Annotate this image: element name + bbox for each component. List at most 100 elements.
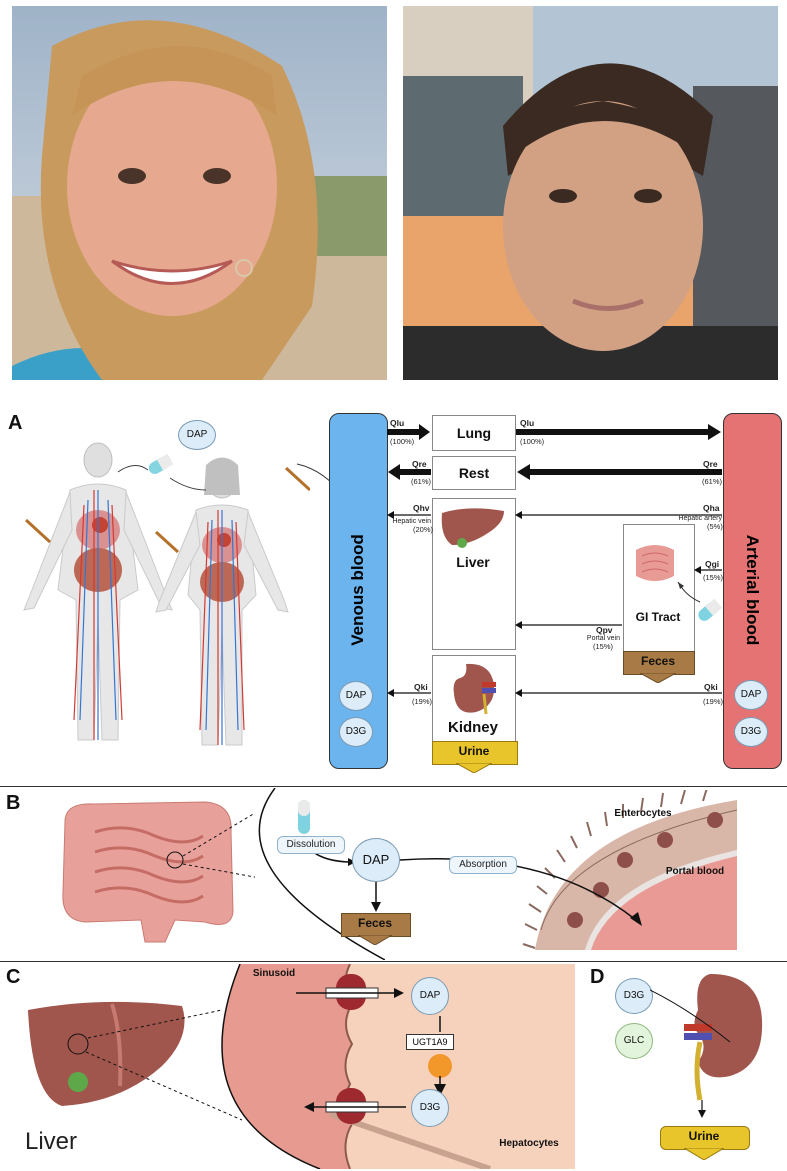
qhv-name: Qhv (413, 503, 430, 513)
photo-man (403, 6, 778, 380)
liver-caption: Liver (25, 1128, 78, 1155)
liver-label: Liver (456, 554, 490, 570)
qlu-right-name: Qlu (520, 418, 535, 428)
liver-icon (441, 508, 504, 548)
qlu-lung-to-arterial-arrow (516, 424, 721, 440)
dap-badge: DAP (178, 420, 216, 450)
lung-node: Lung (432, 415, 516, 451)
urine-label-d: Urine (688, 1129, 720, 1143)
qgi-name: Qgi (705, 559, 720, 569)
uptake-transporter (296, 974, 404, 1010)
gi-pill-icon (698, 598, 723, 621)
qre-left-pct: (61%) (411, 477, 432, 486)
qhv-pct: (20%) (413, 525, 434, 534)
qre-right-pct: (61%) (702, 477, 723, 486)
sinusoid-label: Sinusoid (252, 968, 296, 979)
glc-chip-d: GLC (615, 1023, 653, 1059)
qre-left-name: Qre (412, 459, 427, 469)
capsule-icon-b (298, 800, 310, 834)
gi-tract-label: GI Tract (635, 610, 681, 624)
qre-left-label: Qre (412, 460, 427, 469)
feces-label-a: Feces (640, 654, 676, 668)
dissolution-label: Dissolution (277, 836, 345, 854)
enterocyte-tissue (522, 790, 737, 950)
qki-right-name: Qki (704, 682, 718, 692)
qlu-left-label: Qlu (390, 419, 404, 428)
qki-right-pct: (19%) (703, 697, 724, 706)
qki-arterial-to-kidney-arrow (515, 689, 722, 697)
qpv-name: Qpv (596, 625, 613, 635)
qlu-venous-to-lung-arrow (387, 424, 430, 440)
dap-chip-c: DAP (411, 977, 449, 1015)
qpv-pct: (15%) (593, 642, 614, 651)
panel-b-letter: B (6, 792, 21, 814)
liver-illustration (28, 1001, 242, 1121)
feces-tip-b (358, 935, 392, 945)
dap-chip-b: DAP (352, 838, 400, 882)
qre-right-name: Qre (703, 459, 718, 469)
divider-a-b (0, 786, 787, 787)
qha-arterial-to-liver-arrow (515, 511, 722, 519)
qki-right-label: Qki (704, 683, 718, 692)
qha-pct: (5%) (707, 522, 723, 531)
feces-label-b: Feces (357, 916, 393, 930)
qki-kidney-to-venous-arrow (387, 689, 431, 697)
qlu-left-pct: (100%) (390, 437, 415, 446)
divider-b-c (0, 961, 787, 962)
venous-dap-chip: DAP (339, 681, 373, 711)
absorption-arrow (399, 858, 642, 926)
kidney-label: Kidney (447, 719, 498, 736)
venous-d3g-chip: D3G (339, 717, 373, 747)
qgi-arterial-to-gi-arrow (694, 566, 722, 574)
arterial-blood-column (723, 413, 782, 769)
qpv-label: Qpv (596, 626, 613, 635)
qlu-right-label: Qlu (520, 419, 534, 428)
d3g-chip-d: D3G (615, 978, 653, 1014)
arterial-dap-chip: DAP (734, 680, 768, 710)
enterocytes-label: Enterocytes (614, 808, 672, 819)
ugt1a9-enzyme: UGT1A9 (406, 1034, 454, 1050)
qha-sub: Hepatic artery (678, 515, 722, 522)
panel-a-letter: A (8, 412, 23, 434)
qgi-label: Qgi (705, 560, 719, 569)
portal-blood-label: Portal blood (665, 866, 725, 877)
flow-arrows (387, 424, 722, 697)
qpv-gi-to-liver-arrow (515, 621, 622, 629)
qre-rest-to-venous-arrow (388, 464, 431, 480)
qre-arterial-to-rest-arrow (517, 464, 722, 480)
qha-label: Qha (703, 504, 720, 513)
efflux-transporter (304, 1088, 406, 1124)
gi-tract-icon (636, 545, 674, 581)
qki-left-name: Qki (414, 682, 428, 692)
feces-arrow-a (640, 673, 676, 683)
qhv-label: Qhv (413, 504, 430, 513)
qlu-right-pct: (100%) (520, 437, 545, 446)
urine-arrow-a (456, 763, 492, 773)
kidney-illustration-d (650, 974, 763, 1118)
qhv-liver-to-venous-arrow (387, 511, 431, 519)
hepatocyte-zoom (221, 964, 575, 1169)
photo-woman (12, 6, 387, 380)
qgi-pct: (15%) (703, 573, 724, 582)
panel-c-letter: C (6, 966, 21, 988)
absorption-label: Absorption (449, 856, 517, 874)
qki-left-label: Qki (414, 683, 428, 692)
human-body-illustration (23, 442, 310, 746)
urine-label-a: Urine (458, 744, 490, 758)
qpv-sub: Portal vein (586, 635, 620, 642)
intestine-illustration (62, 801, 255, 943)
d3g-chip-c: D3G (411, 1089, 449, 1127)
kidney-icon (453, 663, 496, 715)
arterial-d3g-chip: D3G (734, 717, 768, 747)
feces-arrow-b (371, 882, 381, 912)
gi-pill-arrow (677, 581, 701, 603)
qha-name: Qha (703, 503, 720, 513)
qre-right-label: Qre (703, 460, 718, 469)
urine-tip-d (684, 1148, 724, 1160)
qki-left-pct: (19%) (412, 697, 433, 706)
panel-d-letter: D (590, 966, 605, 988)
rest-node: Rest (432, 456, 516, 490)
feces-output-b (341, 913, 411, 937)
qhv-sub: Hepatic vein (392, 518, 431, 525)
hepatocytes-label: Hepatocytes (499, 1138, 559, 1149)
